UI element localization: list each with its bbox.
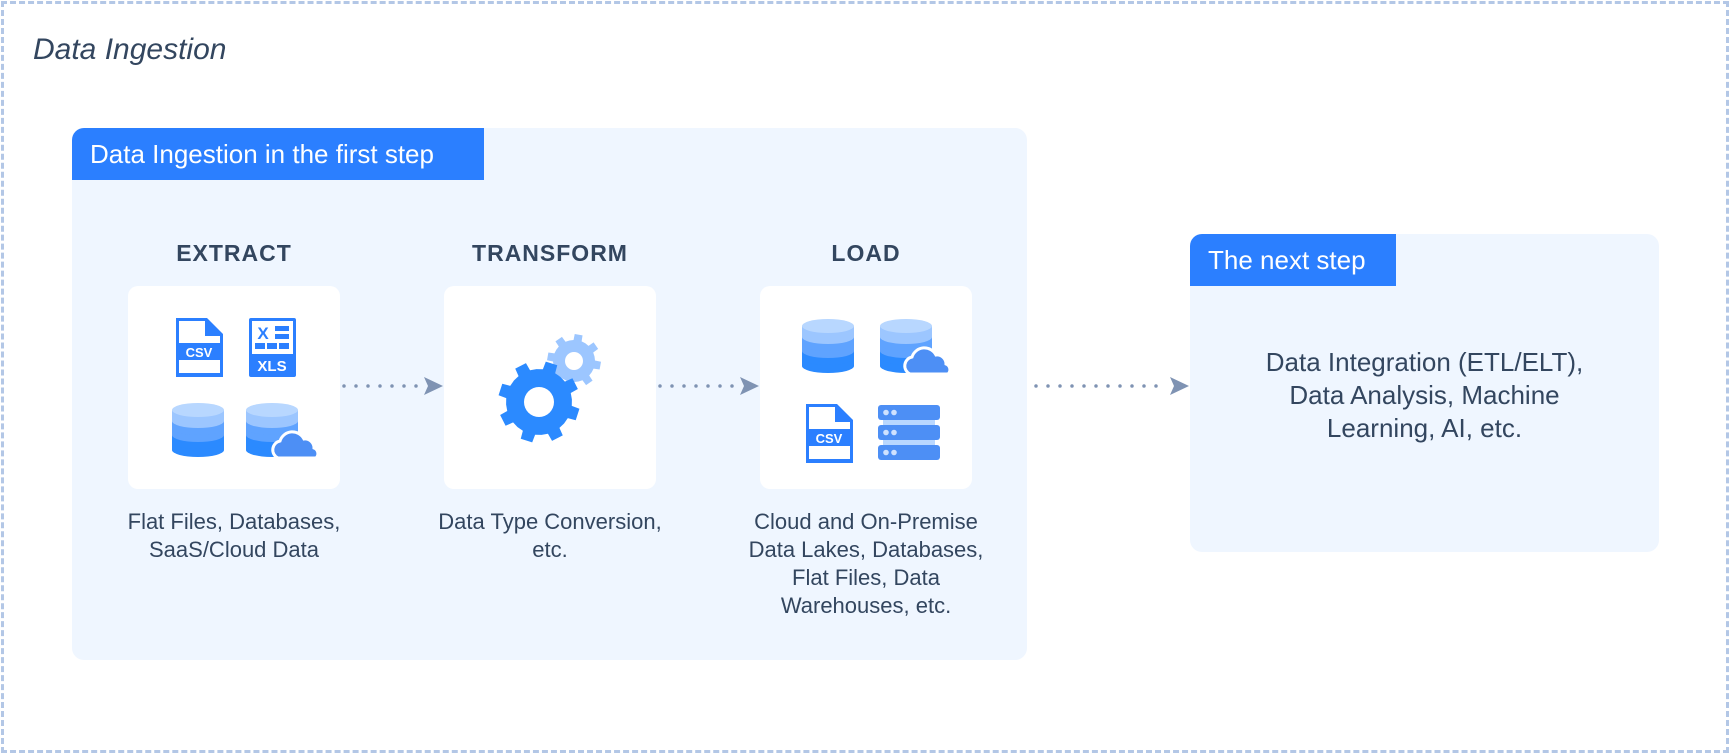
stage-label-load: LOAD: [831, 240, 901, 266]
gear-hole: [565, 352, 583, 370]
gears-icon: [498, 334, 601, 443]
caption-line: Flat Files, Databases,: [127, 509, 341, 534]
server-rack-icon: [878, 405, 940, 460]
caption-line: Cloud and On-Premise: [754, 509, 978, 534]
csv-file-icon: CSV: [806, 404, 853, 463]
first-step-panel-title: Data Ingestion in the first step: [72, 128, 484, 180]
big-gear-icon: [498, 361, 580, 443]
database-icon: [802, 319, 854, 373]
svg-text:CSV: CSV: [816, 431, 843, 446]
caption-line: Data Type Conversion,: [438, 509, 662, 534]
extract-caption: Flat Files, Databases, SaaS/Cloud Data: [94, 508, 374, 564]
description-line: Learning, AI, etc.: [1326, 413, 1523, 443]
caption-line: etc.: [532, 537, 568, 562]
page-title: Data Ingestion: [33, 33, 227, 66]
load-caption: Cloud and On-Premise Data Lakes, Databas…: [726, 508, 1006, 620]
svg-text:XLS: XLS: [257, 358, 286, 375]
next-step-panel: The next step: [1190, 234, 1659, 552]
arrowhead-icon: [424, 377, 443, 395]
arrow-extract-to-transform: [342, 377, 443, 395]
caption-line: Warehouses, etc.: [780, 593, 952, 618]
transform-caption: Data Type Conversion, etc.: [410, 508, 690, 564]
load-card: CSV: [760, 286, 972, 489]
next-step-description: Data Integration (ETL/ELT), Data Analysi…: [1190, 346, 1659, 445]
caption-line: SaaS/Cloud Data: [149, 537, 319, 562]
arrow-load-to-next-step: [1034, 377, 1189, 395]
stage-label-extract: EXTRACT: [176, 240, 292, 266]
transform-card: [444, 286, 656, 489]
gear-hole: [524, 387, 554, 417]
stage-label-transform: TRANSFORM: [472, 240, 628, 266]
description-line: Data Analysis, Machine: [1289, 380, 1560, 410]
arrowhead-icon: [740, 377, 759, 395]
caption-line: Data Lakes, Databases,: [748, 537, 984, 562]
small-gear-icon: [547, 334, 601, 388]
svg-text:X: X: [257, 324, 269, 343]
cloud-database-icon: [880, 319, 952, 376]
csv-file-icon: CSV: [176, 318, 223, 377]
next-step-panel-title: The next step: [1190, 234, 1396, 286]
description-line: Data Integration (ETL/ELT),: [1265, 347, 1584, 377]
arrowhead-icon: [1170, 377, 1189, 395]
xls-file-icon: X XLS: [249, 318, 296, 377]
caption-line: Flat Files, Data: [792, 565, 940, 590]
cloud-database-icon: [246, 403, 320, 460]
svg-text:CSV: CSV: [186, 345, 213, 360]
arrow-transform-to-load: [658, 377, 759, 395]
database-icon: [172, 403, 224, 457]
extract-card: CSV X XLS: [128, 286, 340, 489]
